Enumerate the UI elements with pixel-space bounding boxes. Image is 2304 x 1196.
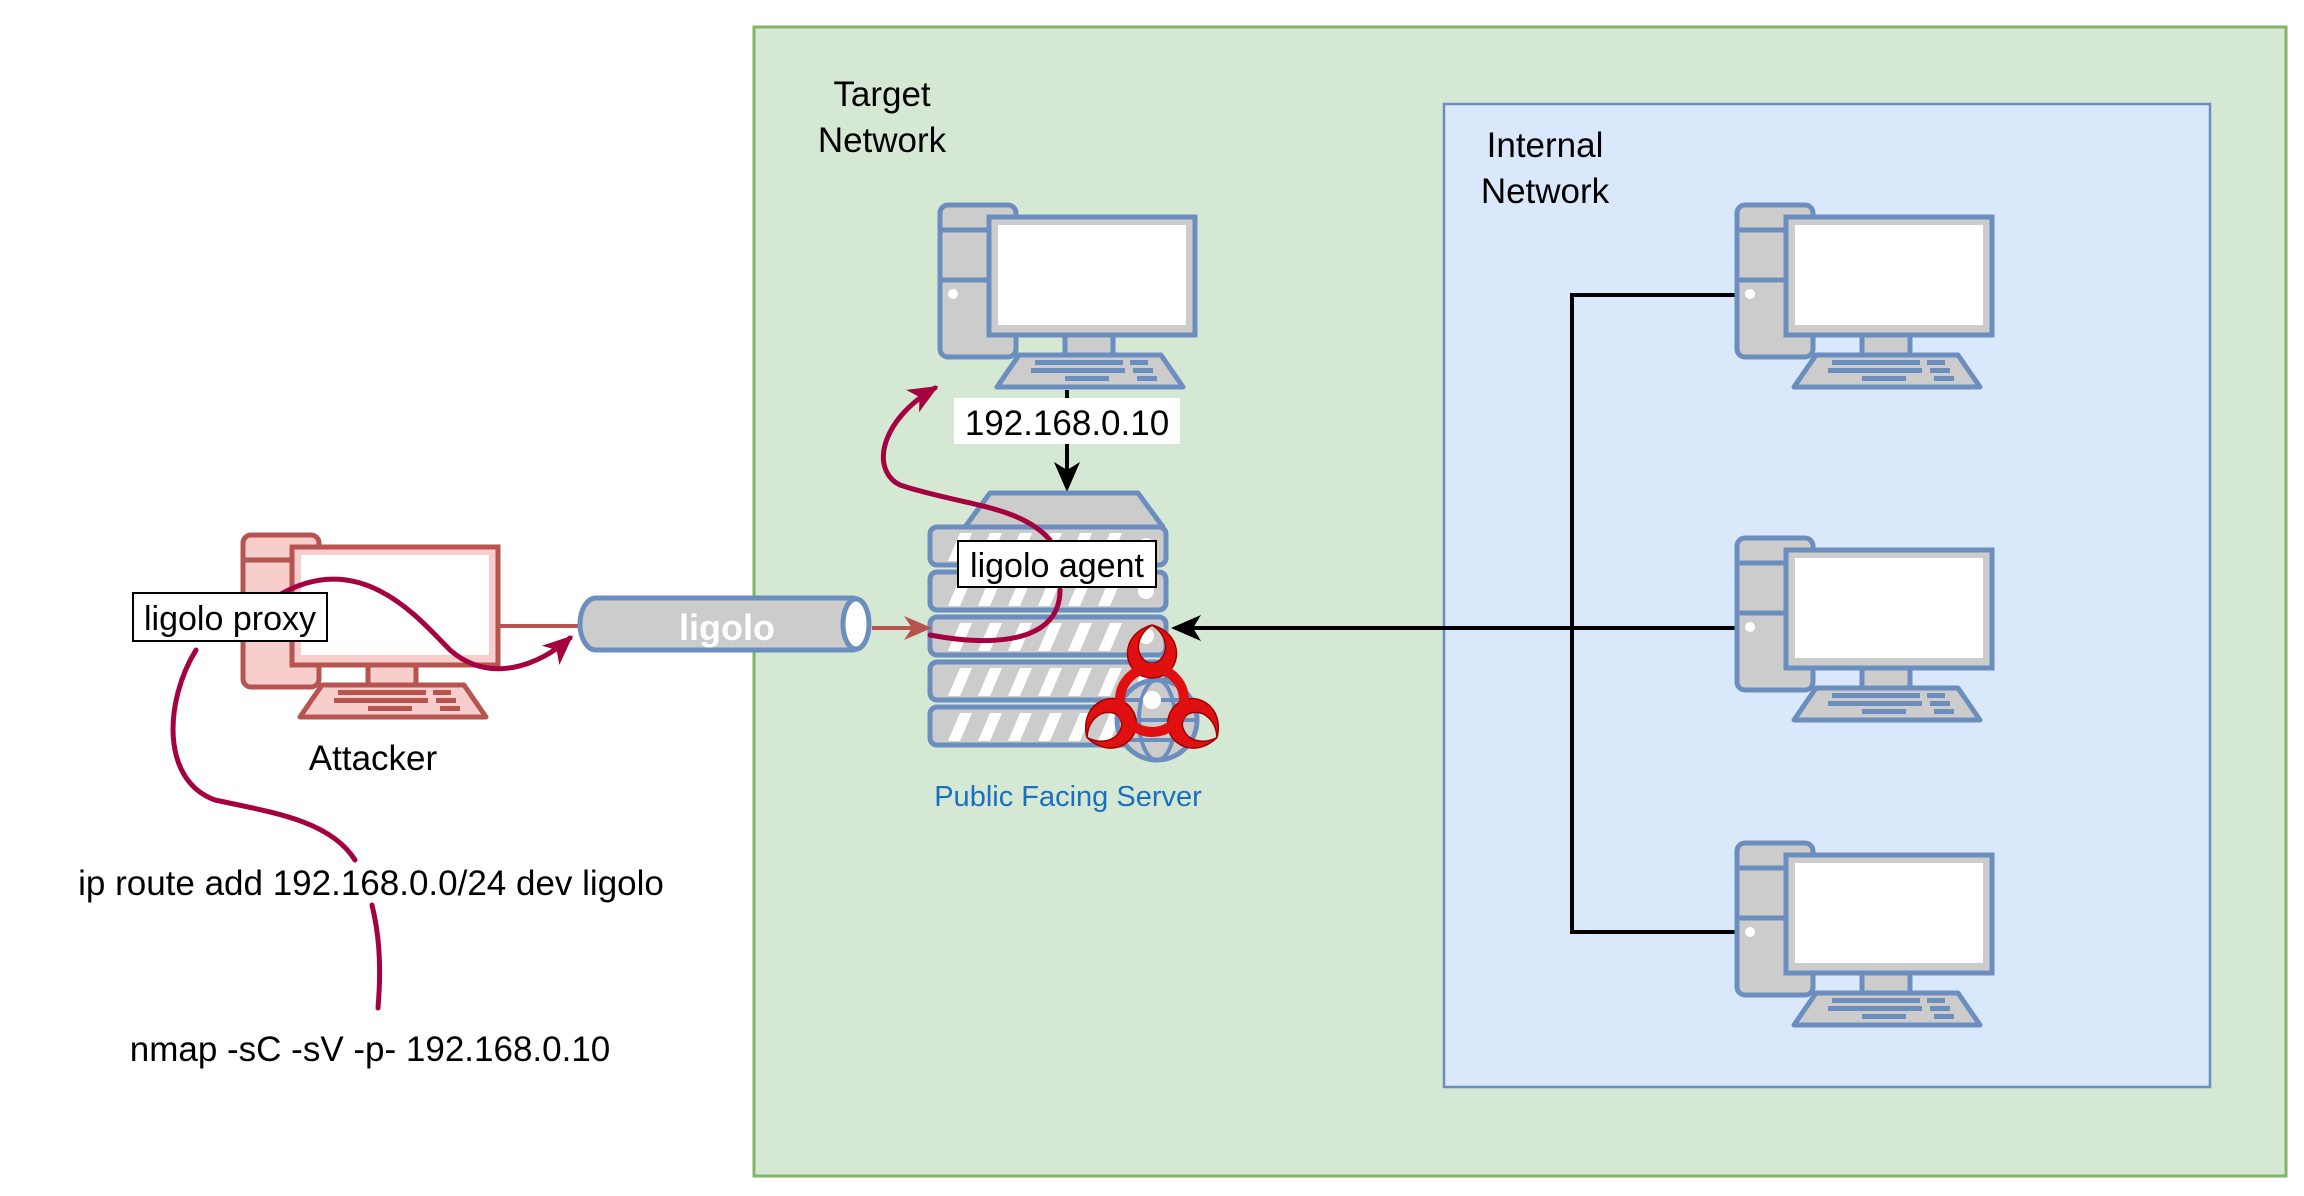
target-ip-label: 192.168.0.10 xyxy=(965,404,1169,443)
nmap-command-text: nmap -sC -sV -p- 192.168.0.10 xyxy=(130,1030,611,1069)
ligolo-proxy-label: ligolo proxy xyxy=(144,600,316,638)
route-command-text: ip route add 192.168.0.0/24 dev ligolo xyxy=(78,864,664,903)
target-network-title-line2: Network xyxy=(818,121,947,160)
internal-network-title-line2: Network xyxy=(1481,172,1610,211)
public-facing-server-label: Public Facing Server xyxy=(934,781,1202,813)
internal-network-title-line1: Internal xyxy=(1487,126,1604,165)
ligolo-agent-label: ligolo agent xyxy=(970,547,1144,585)
attacker-label: Attacker xyxy=(309,739,438,778)
internal-network-bus xyxy=(1171,293,1736,934)
ligolo-agent-label-box xyxy=(957,540,1157,588)
ligolo-proxy-label-box xyxy=(132,592,328,642)
biohazard-icon xyxy=(1074,624,1230,760)
target-ip-label-bg xyxy=(954,398,1180,444)
ligolo-tunnel-icon[interactable] xyxy=(577,595,872,653)
traffic-flow-path xyxy=(170,385,1063,1011)
target-network-title-line1: Target xyxy=(833,75,931,114)
ligolo-tunnel-label: ligolo xyxy=(679,607,775,648)
